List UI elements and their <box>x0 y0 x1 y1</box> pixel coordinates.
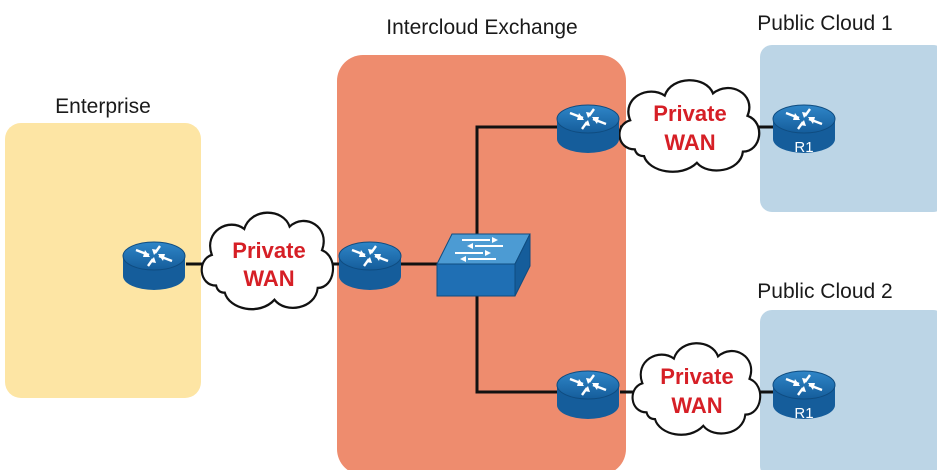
link-switch-to-lower-router <box>475 292 557 394</box>
public-cloud-2-label: Public Cloud 2 <box>757 280 892 303</box>
exchange-lower-router-icon <box>555 369 621 421</box>
exchange-switch-icon <box>436 233 531 297</box>
enterprise-label: Enterprise <box>55 95 151 118</box>
cloud2-router-label: R1 <box>794 405 813 422</box>
wan-label-line2: WAN <box>671 393 722 418</box>
wan-label-line1: Private <box>232 238 305 263</box>
exchange-router-icon <box>337 240 403 292</box>
enterprise-router-icon <box>121 240 187 292</box>
exchange-upper-router-icon <box>555 103 621 155</box>
enterprise-zone <box>5 123 201 398</box>
public-cloud-1-zone <box>760 45 937 212</box>
wan-label-line2: WAN <box>243 266 294 291</box>
intercloud-exchange-label: Intercloud Exchange <box>386 16 577 39</box>
cloud1-router-label: R1 <box>794 139 813 156</box>
link-switch-to-upper-router <box>475 125 557 238</box>
wan-label-line1: Private <box>653 101 726 126</box>
wan-label-line2: WAN <box>664 130 715 155</box>
wan-label-line1: Private <box>660 364 733 389</box>
public-cloud-1-label: Public Cloud 1 <box>757 12 892 35</box>
public-cloud-2-zone <box>760 310 937 470</box>
